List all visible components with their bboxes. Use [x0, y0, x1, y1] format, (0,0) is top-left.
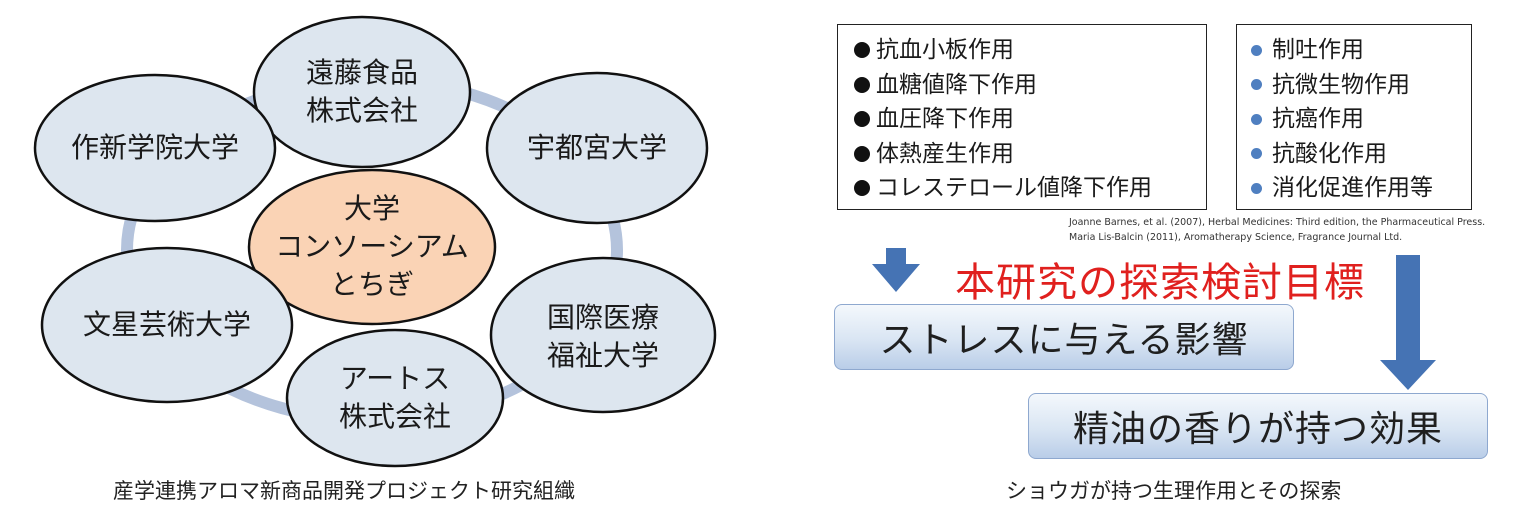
down-arrow-icon — [872, 248, 920, 292]
down-arrow-icon — [1380, 255, 1436, 390]
consortium-diagram — [33, 15, 717, 468]
node-utsunomiya — [485, 71, 709, 225]
bullet-icon — [854, 111, 870, 128]
bullet-icon — [854, 145, 870, 162]
list-item: 抗血小板作用 — [854, 33, 1206, 68]
bullet-icon — [854, 76, 870, 93]
reference-2: Maria Lis-Balcin (2011), Aromatherapy Sc… — [1069, 232, 1403, 243]
node-center — [247, 168, 497, 326]
bullet-icon — [1251, 148, 1262, 160]
bullet-icon — [854, 180, 870, 197]
list-item: 消化促進作用等 — [1251, 171, 1471, 206]
left-caption: 産学連携アロマ新商品開発プロジェクト研究組織 — [113, 479, 575, 503]
bullet-icon — [1251, 113, 1262, 125]
effects-list-box-1: 抗血小板作用 血糖値降下作用 血圧降下作用 体熱産生作用 コレステロール値降下作… — [837, 24, 1207, 210]
node-endo — [252, 15, 472, 169]
bullet-icon — [854, 42, 870, 59]
bullet-icon — [1251, 182, 1262, 194]
list-item: 抗酸化作用 — [1251, 137, 1471, 172]
list-item: 抗癌作用 — [1251, 102, 1471, 137]
reference-1: Joanne Barnes, et al. (2007), Herbal Med… — [1069, 217, 1486, 228]
list-item: 血圧降下作用 — [854, 102, 1206, 137]
list-item: 血糖値降下作用 — [854, 68, 1206, 103]
effects-list-2: 制吐作用 抗微生物作用 抗癌作用 抗酸化作用 消化促進作用等 — [1251, 33, 1471, 206]
right-caption: ショウガが持つ生理作用とその探索 — [1006, 479, 1342, 503]
list-item: 体熱産生作用 — [854, 137, 1206, 172]
node-kokusai — [489, 256, 717, 414]
effects-list-box-2: 制吐作用 抗微生物作用 抗癌作用 抗酸化作用 消化促進作用等 — [1236, 24, 1472, 210]
list-item: 制吐作用 — [1251, 33, 1471, 68]
node-sakushin — [33, 73, 277, 223]
list-item: コレステロール値降下作用 — [854, 171, 1206, 206]
bullet-icon — [1251, 79, 1262, 91]
goal-box-aroma: 精油の香りが持つ効果 — [1028, 393, 1488, 459]
node-bunsei — [40, 246, 294, 404]
bullet-icon — [1251, 44, 1262, 56]
goal-box-stress: ストレスに与える影響 — [834, 304, 1294, 370]
list-item: 抗微生物作用 — [1251, 68, 1471, 103]
effects-list-1: 抗血小板作用 血糖値降下作用 血圧降下作用 体熱産生作用 コレステロール値降下作… — [854, 33, 1206, 206]
research-goal-title: 本研究の探索検討目標 — [955, 260, 1365, 306]
node-arts — [285, 328, 505, 468]
